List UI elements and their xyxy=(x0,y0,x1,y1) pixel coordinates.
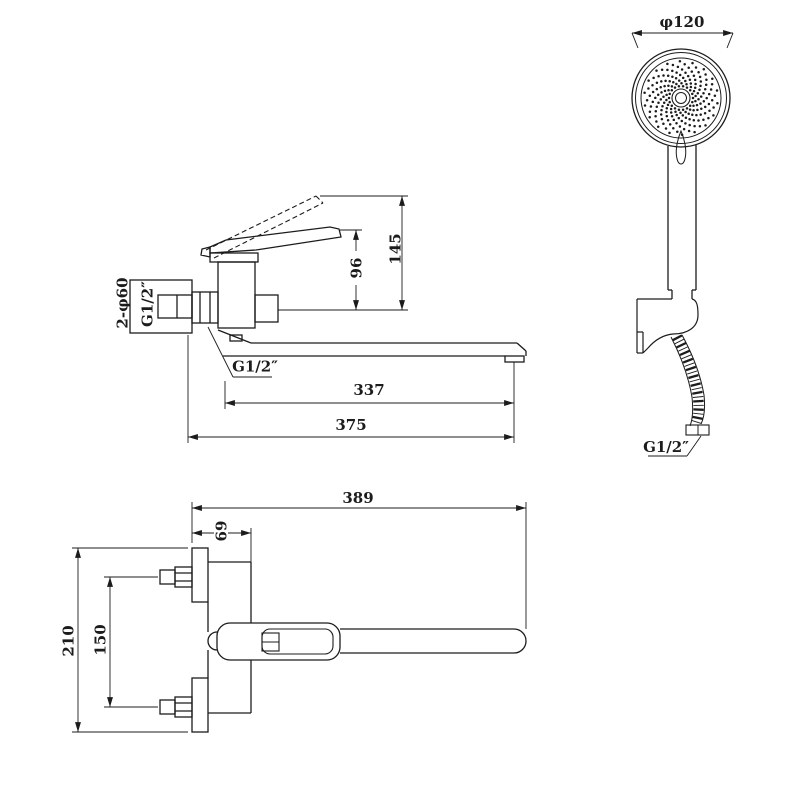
dim-label-210: 210 xyxy=(59,625,77,656)
shower-head-outer xyxy=(631,48,731,148)
dim-label-mount-holes: 2-φ60 xyxy=(113,277,131,328)
top-view-faucet xyxy=(159,547,527,733)
side-view-dimensions xyxy=(187,195,515,443)
top-lever-handle xyxy=(216,622,341,661)
dim-label-69: 69 xyxy=(212,521,230,542)
top-handle-bump xyxy=(207,631,218,651)
face-slot xyxy=(675,129,687,165)
lever-raised-dashed xyxy=(205,195,324,259)
dim-label-hose-thread: G1/2″ xyxy=(643,438,689,456)
shower-center-cap xyxy=(671,88,691,108)
lever-lip xyxy=(200,246,211,258)
spout xyxy=(223,342,527,363)
dim-label-145: 145 xyxy=(386,233,404,264)
dim-label-inlet-thread: G1/2″ xyxy=(138,281,156,327)
top-body-plate xyxy=(208,561,252,714)
dim-label-spout-thread: G1/2″ xyxy=(232,357,278,375)
top-inlet-lower xyxy=(159,696,193,718)
dim-label-96: 96 xyxy=(347,258,365,279)
side-view-faucet xyxy=(129,195,527,363)
shower-handle xyxy=(667,145,697,299)
shower-hose xyxy=(670,334,706,427)
dim-label-337: 337 xyxy=(353,381,384,399)
valve-body xyxy=(217,261,256,329)
top-spout xyxy=(340,628,527,654)
diverter-tab xyxy=(229,334,243,342)
aerator xyxy=(504,355,525,363)
spout-thread-leader xyxy=(207,326,234,378)
dim-label-150: 150 xyxy=(91,624,109,655)
shower-face xyxy=(640,57,722,139)
inlet-nut xyxy=(191,291,219,324)
top-inlet-upper xyxy=(159,566,193,588)
body-chamfer xyxy=(217,329,252,344)
cartridge-cap xyxy=(209,252,259,263)
shower-holder xyxy=(636,298,699,354)
lever-handle xyxy=(209,226,342,254)
hand-shower-view xyxy=(631,48,731,436)
check-valve-block xyxy=(254,294,279,323)
inlet-pipe xyxy=(157,294,193,319)
top-view-dimensions xyxy=(72,502,527,733)
dim-label-diameter: φ120 xyxy=(660,13,705,31)
hand-shower-dimensions xyxy=(631,30,734,457)
dim-label-375: 375 xyxy=(335,416,366,434)
top-escutcheon-lower xyxy=(191,677,209,733)
top-escutcheon-upper xyxy=(191,547,209,603)
dim-label-389: 389 xyxy=(342,489,373,507)
spray-nozzle-dots xyxy=(643,60,719,136)
